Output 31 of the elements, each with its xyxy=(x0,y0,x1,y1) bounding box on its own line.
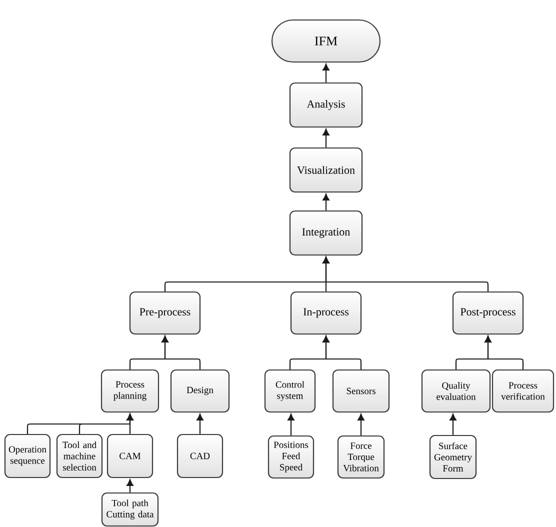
process-box: Force Torque Vibration xyxy=(337,435,385,479)
arrow xyxy=(322,64,330,82)
arrow xyxy=(358,414,364,436)
arrow xyxy=(126,414,134,434)
process-box: CAD xyxy=(176,434,224,478)
process-box: Positions Feed Speed xyxy=(268,435,314,479)
terminal-box: IFM xyxy=(271,19,381,63)
process-box: Pre-process xyxy=(129,291,201,335)
arrow xyxy=(322,194,330,210)
process-box: CAM xyxy=(106,434,154,478)
process-box: Integration xyxy=(289,210,363,256)
process-box: Visualization xyxy=(289,147,363,193)
process-box: Design xyxy=(170,369,230,413)
process-box: Operation sequence xyxy=(4,434,51,478)
process-box: Tool and machine selection xyxy=(56,434,103,478)
arrow xyxy=(126,479,134,492)
process-box: Quality evaluation xyxy=(421,369,491,413)
process-box: Analysis xyxy=(289,82,363,128)
arrow xyxy=(322,128,330,148)
process-box: Tool path Cutting data xyxy=(101,492,159,527)
arrow xyxy=(450,414,456,435)
process-box: Process verification xyxy=(492,369,554,413)
arrow xyxy=(288,414,294,436)
process-box: Process planning xyxy=(100,369,160,413)
arrow xyxy=(322,256,489,292)
process-box: Sensors xyxy=(332,369,390,413)
process-box: In-process xyxy=(290,291,362,335)
process-box: Surface Geometry Form xyxy=(429,434,477,480)
process-box: Control system xyxy=(264,369,316,413)
arrow xyxy=(196,414,204,434)
process-box: Post-process xyxy=(452,291,524,335)
